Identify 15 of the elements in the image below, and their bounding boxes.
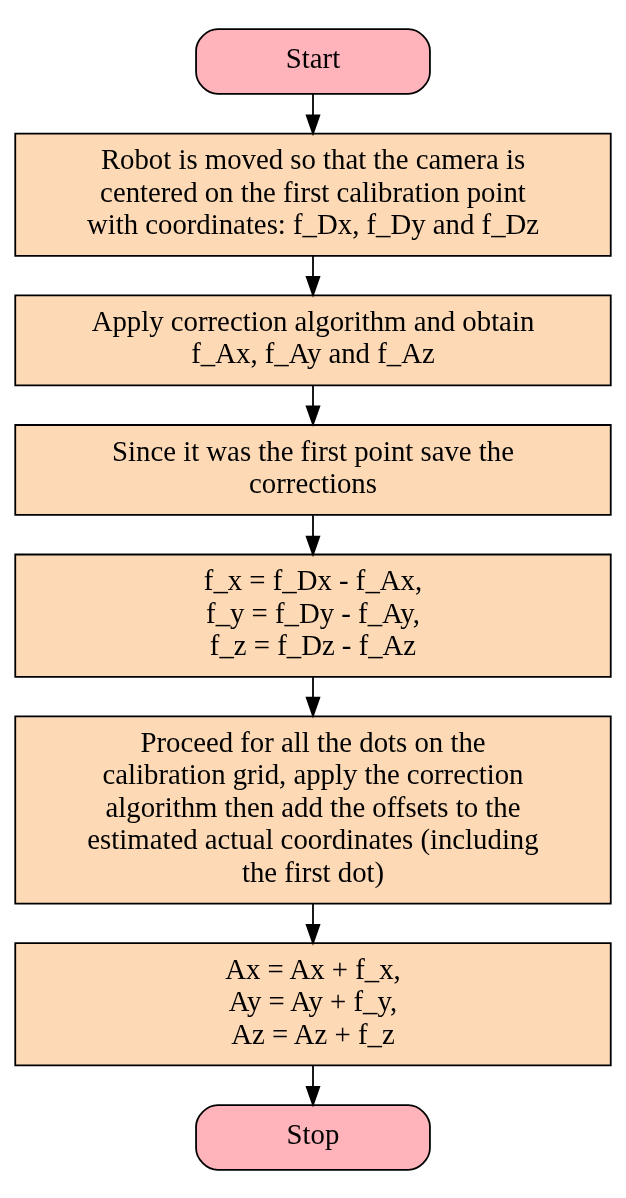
arrow <box>305 902 321 946</box>
arrow <box>305 384 321 427</box>
node-box: Stop <box>195 1103 431 1171</box>
arrow <box>305 1064 321 1107</box>
node-box: f_x = f_Dx - f_Ax, f_y = f_Dy - f_Ay, f_z = f_Dz - f_Az <box>14 553 612 678</box>
node-box: Proceed for all the dots on the calibration grid, apply the correction algorithm then add the offsets to the estimated actual coordinates (including the first dot) <box>14 715 612 904</box>
arrow <box>305 513 321 557</box>
arrow <box>305 92 321 136</box>
node-box: Start <box>195 27 431 95</box>
node-box: Ax = Ax + f_x, Ay = Ay + f_y, Az = Az + f_z <box>14 941 612 1066</box>
arrow <box>305 675 321 718</box>
node-box: Robot is moved so that the camera is centered on the first calibration point with coordinates: f_Dx, f_Dy and f_Dz <box>14 132 612 257</box>
node-box: Since it was the first point save the corrections <box>14 423 612 516</box>
node-box: Apply correction algorithm and obtain f_Ax, f_Ay and f_Az <box>14 294 612 386</box>
arrow <box>305 254 321 298</box>
